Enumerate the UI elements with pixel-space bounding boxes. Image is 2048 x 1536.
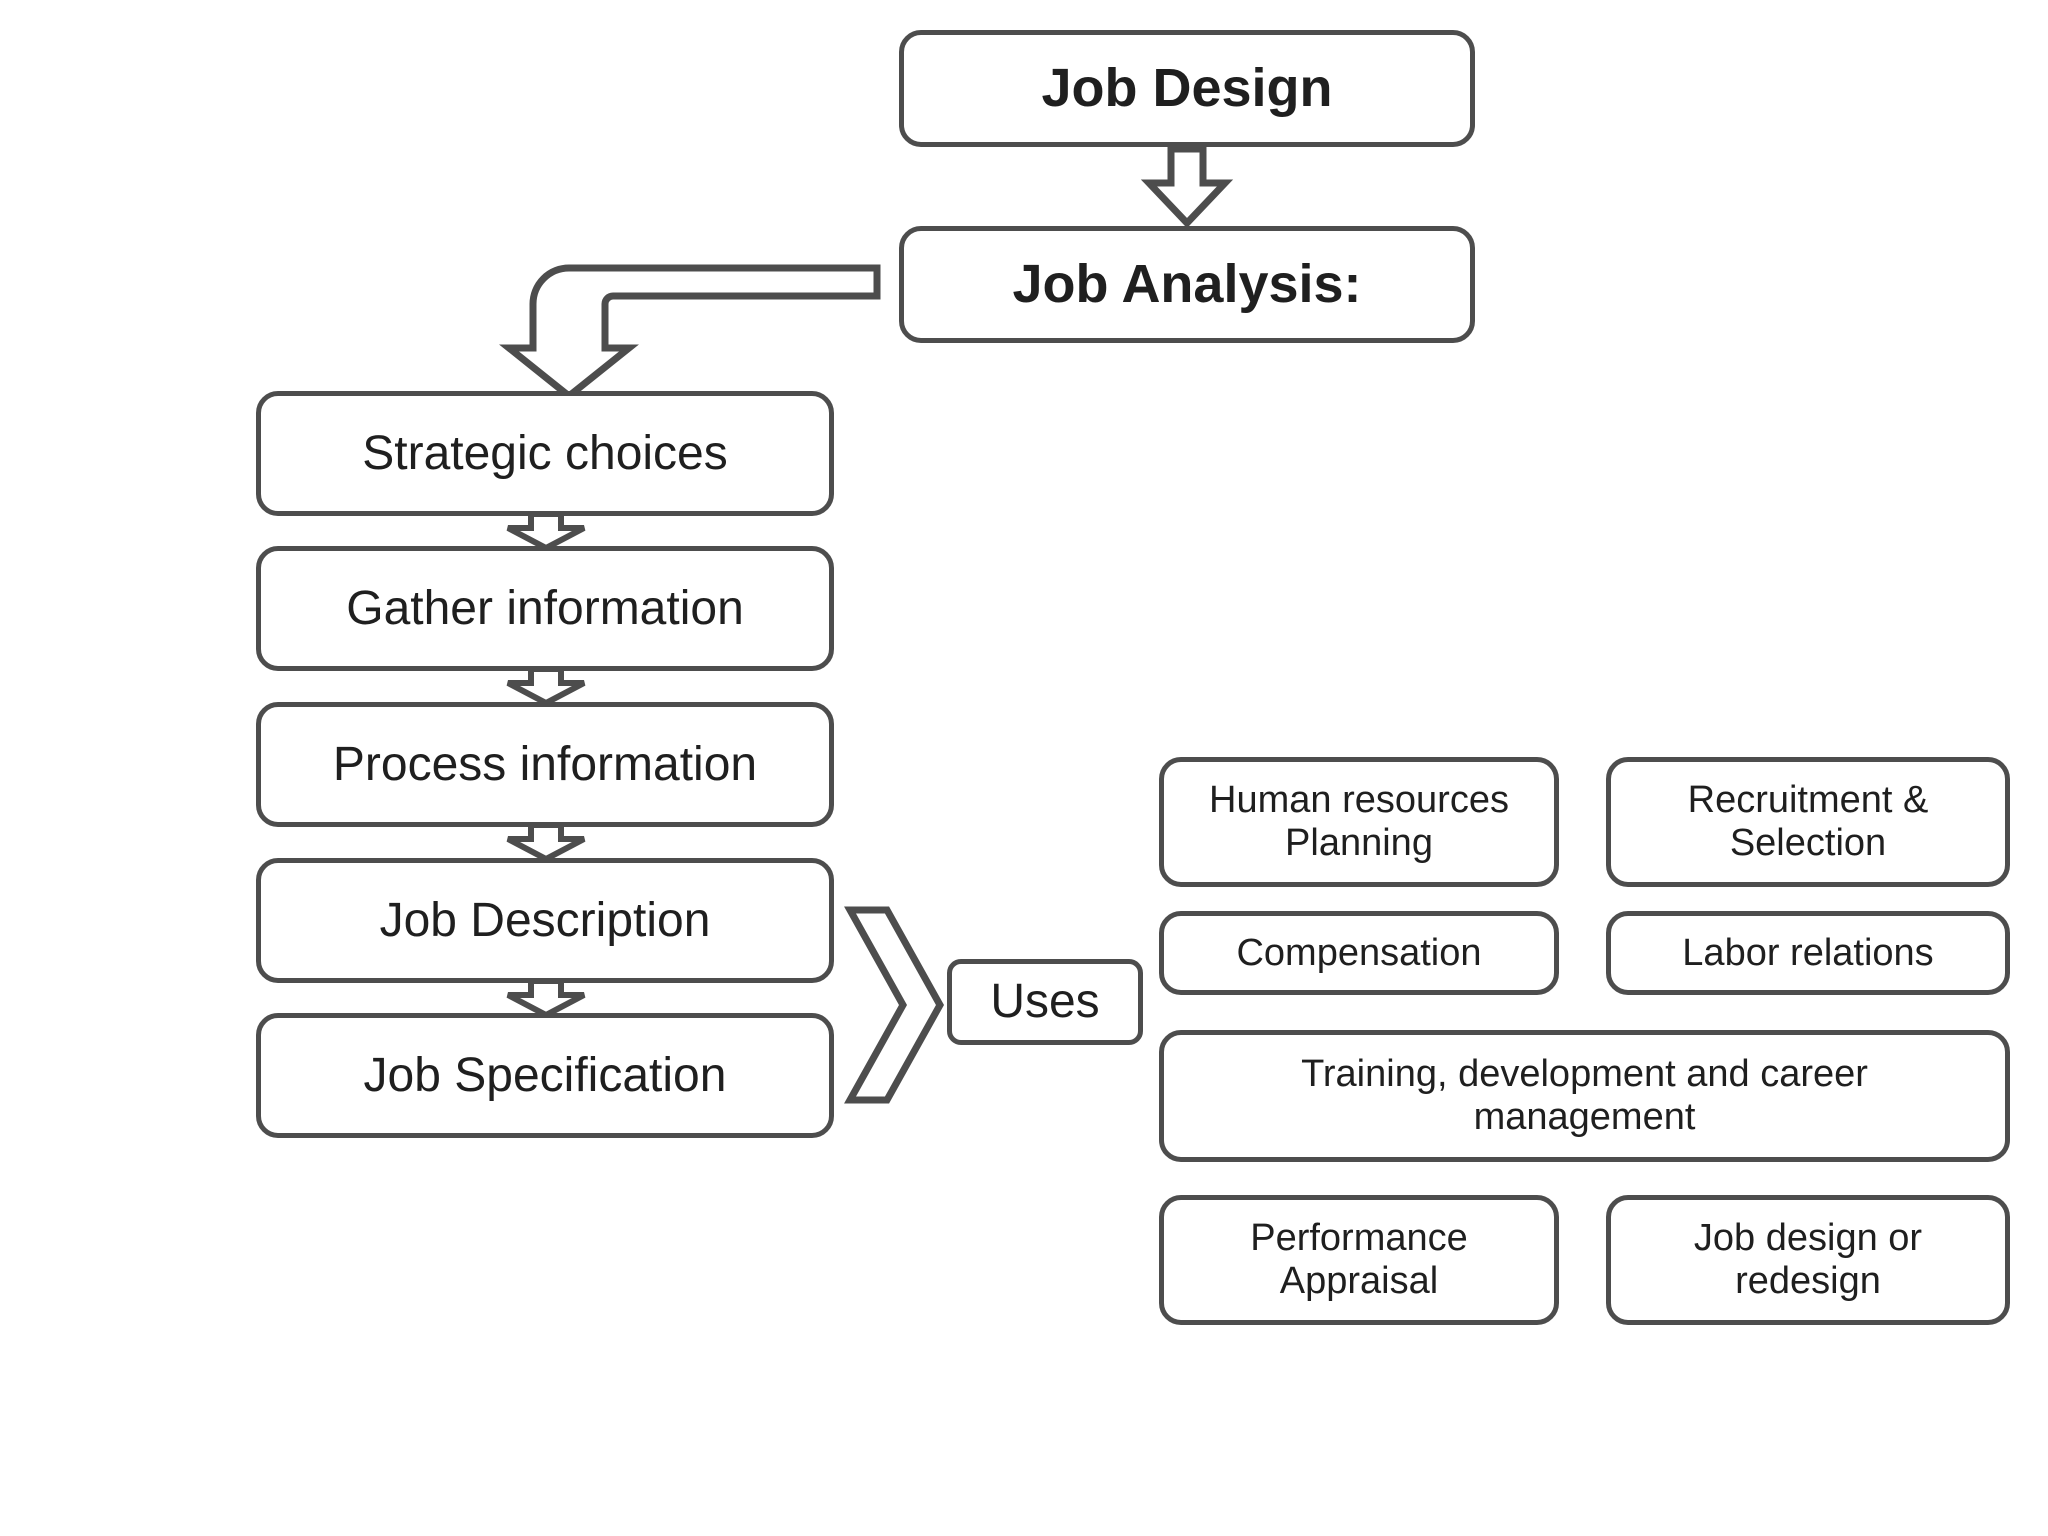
node-job-specification-label: Job Specification (363, 1048, 727, 1102)
connector-pipeline-to-uses (844, 906, 945, 1104)
connector-analysis-to-strategic (499, 264, 881, 401)
node-job-design[interactable]: Job Design (899, 30, 1475, 147)
node-use-recruitment-selection-label: Recruitment &Selection (1687, 779, 1929, 864)
node-strategic-choices[interactable]: Strategic choices (256, 391, 834, 516)
connector-process-to-description (506, 822, 586, 863)
connector-description-to-specification (506, 978, 586, 1019)
node-gather-information[interactable]: Gather information (256, 546, 834, 671)
node-job-specification[interactable]: Job Specification (256, 1013, 834, 1138)
node-job-analysis-label: Job Analysis: (1012, 254, 1362, 315)
node-strategic-choices-label: Strategic choices (362, 426, 728, 480)
node-uses-label: Uses (990, 975, 1100, 1029)
node-job-design-label: Job Design (1041, 58, 1333, 119)
node-use-compensation-label: Compensation (1236, 931, 1482, 974)
node-gather-information-label: Gather information (346, 581, 744, 635)
node-use-compensation[interactable]: Compensation (1159, 911, 1559, 995)
node-job-analysis[interactable]: Job Analysis: (899, 226, 1475, 343)
node-job-description[interactable]: Job Description (256, 858, 834, 983)
connector-design-to-analysis (1140, 145, 1234, 229)
node-process-information-label: Process information (332, 737, 758, 791)
node-uses-label-box[interactable]: Uses (947, 959, 1143, 1045)
connector-strategic-to-gather (506, 511, 586, 552)
node-use-recruitment-selection[interactable]: Recruitment &Selection (1606, 757, 2010, 887)
node-use-labor-relations-label: Labor relations (1682, 931, 1934, 974)
connector-gather-to-process (506, 666, 586, 707)
node-job-description-label: Job Description (379, 893, 711, 947)
node-use-labor-relations[interactable]: Labor relations (1606, 911, 2010, 995)
node-process-information[interactable]: Process information (256, 702, 834, 827)
